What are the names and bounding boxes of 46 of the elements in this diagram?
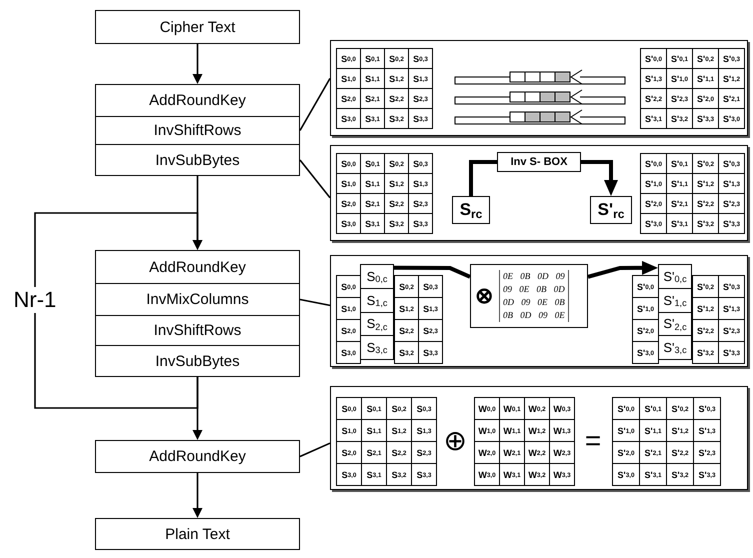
state-byte-box: S'$_{rc}$ [590, 196, 632, 224]
arrow [192, 473, 202, 518]
lookup-box: Inv S- BOX [497, 152, 581, 172]
process-box: Cipher Text [95, 10, 300, 44]
arrow [34, 212, 202, 409]
process-box: AddRoundKey [95, 250, 300, 284]
leader-line [299, 78, 331, 131]
column-cell: S$_{0,c}$ [361, 265, 393, 289]
column-cell: S$_{2,c}$ [361, 312, 393, 336]
process-box: InvSubBytes [95, 144, 300, 176]
column-cell: S'$_{2,c}$ [659, 312, 691, 336]
process-box: InvShiftRows [95, 116, 300, 145]
state-column [658, 264, 692, 360]
matrix-row: 0D 09 0E 0B [503, 296, 565, 309]
arrow [587, 260, 658, 279]
illustration-panel [330, 255, 748, 367]
leader-line [300, 442, 330, 458]
column-cell-text: S$_{3,c}$ [366, 339, 388, 358]
plus-operator: ⊕ [442, 426, 468, 456]
process-box: InvMixColumns [95, 283, 300, 316]
illustration-panel [330, 40, 748, 136]
state-byte-box: S$_{rc}$ [452, 196, 490, 224]
column-cell: S'$_{0,c}$ [659, 265, 691, 289]
illustration-panel [330, 145, 748, 241]
leader-line [299, 160, 331, 198]
process-box: Plain Text [95, 518, 300, 550]
process-box: AddRoundKey [95, 440, 300, 473]
equals-sign: = [584, 426, 602, 456]
column-cell: S$_{1,c}$ [361, 288, 393, 312]
column-cell: S'$_{1,c}$ [659, 288, 691, 312]
matrix-row: 0B 0D 09 0E [503, 309, 565, 322]
illustration-panel [330, 386, 748, 490]
leader-line [300, 298, 330, 306]
column-cell-text: S'$_{3,c}$ [662, 339, 688, 358]
arrow [192, 377, 202, 440]
process-box: AddRoundKey [95, 84, 300, 117]
multiply-symbol: ⊗ [475, 285, 493, 307]
state-column [360, 264, 394, 360]
matrix-row: 0E 0B 0D 09 [503, 270, 565, 283]
process-box: InvSubBytes [95, 345, 300, 377]
connector-line [469, 160, 497, 196]
arrow [192, 44, 202, 84]
coefficient-matrix [470, 264, 588, 328]
connector-line [394, 266, 471, 279]
process-box: InvShiftRows [95, 315, 300, 346]
matrix-row: 09 0E 0B 0D [503, 283, 565, 296]
